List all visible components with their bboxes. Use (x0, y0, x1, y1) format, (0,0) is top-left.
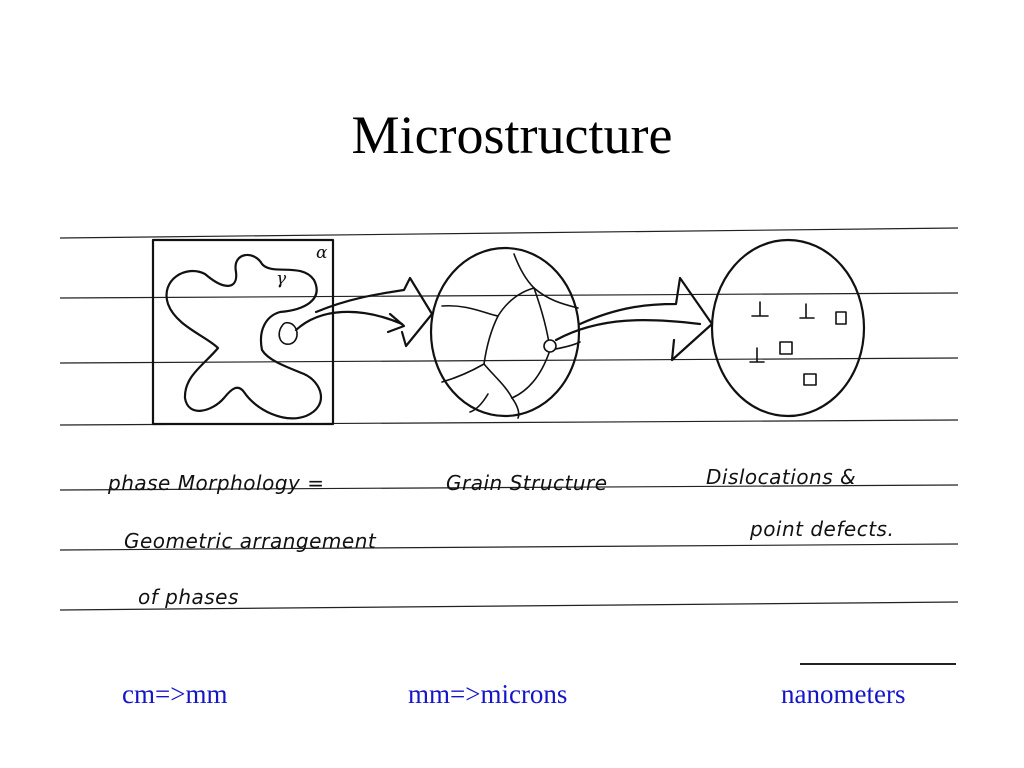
scale-label-cm-mm: cm=>mm (122, 679, 228, 709)
grain-point (543, 339, 557, 353)
note-phase-morphology-2: Geometric arrangement (124, 529, 377, 553)
dislocation-defect-sketch (710, 238, 866, 418)
gamma-label: γ (276, 269, 287, 289)
ruled-line (59, 484, 959, 491)
scale-label-nanometers: nanometers (781, 679, 906, 709)
ruled-line (59, 601, 959, 611)
ruled-line (59, 227, 959, 239)
scale-label-mm-microns: mm=>microns (408, 679, 568, 709)
vacancy-defect (835, 311, 847, 325)
grain-circle (429, 246, 581, 418)
ruled-line (59, 543, 959, 551)
ruled-line (59, 292, 959, 299)
note-grain-structure: Grain Structure (446, 471, 608, 495)
grain-boundaries (441, 253, 581, 419)
lattice-circle (710, 238, 866, 418)
vacancy-defect (803, 373, 817, 386)
note-phase-morphology-3: of phases (138, 585, 239, 609)
note-dislocations-1: Dislocations & (706, 465, 856, 489)
zoom-arrow-2 (554, 276, 714, 362)
gamma-phase-blob (165, 254, 323, 420)
phase-morphology-sketch: γ α (151, 238, 335, 426)
note-phase-morphology-1: phase Morphology = (107, 471, 324, 495)
phase-frame (151, 238, 335, 426)
ruled-line (59, 357, 959, 364)
zoom-arrow-1 (294, 276, 434, 348)
slide-title: Microstructure (351, 105, 673, 165)
note-dislocations-2: point defects. (749, 517, 894, 541)
precipitate-particle (278, 321, 298, 345)
dislocation-symbol (799, 303, 815, 319)
vacancy-defect (779, 341, 793, 355)
sketch-canvas: γ α (59, 227, 959, 665)
dislocation-symbol (749, 347, 765, 363)
alpha-label: α (316, 243, 328, 263)
dislocation-symbol (751, 301, 769, 317)
grain-structure-sketch (429, 246, 581, 419)
hand-drawn-sketch: γ α (0, 200, 1024, 670)
